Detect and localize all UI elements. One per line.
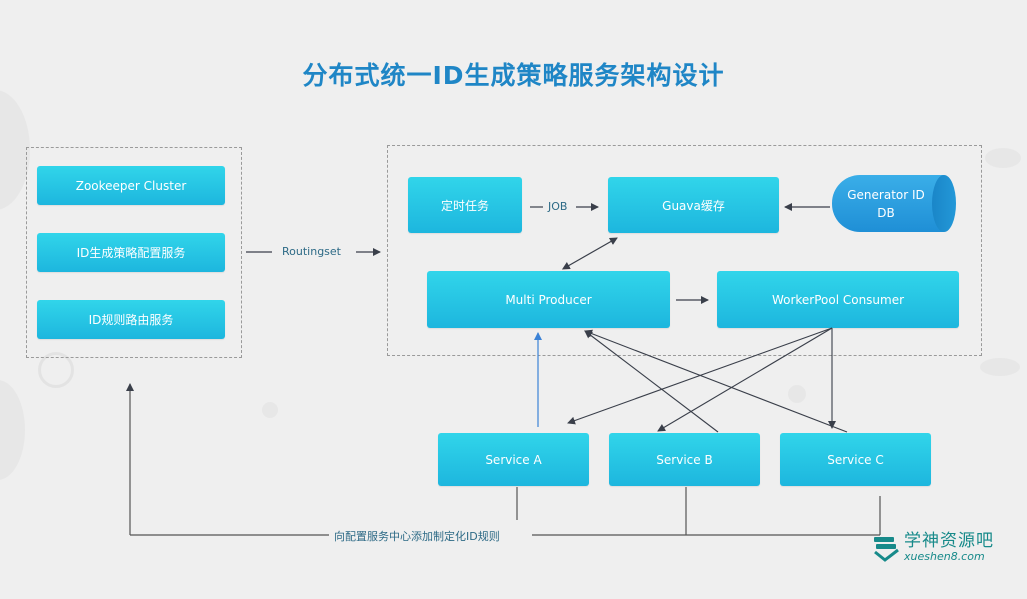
brand-logo: 学神资源吧 xueshen8.com	[872, 532, 994, 563]
routingset-label: Routingset	[282, 245, 341, 258]
service-b-to-producer-arrow	[584, 330, 719, 433]
zookeeper-cluster-label: Zookeeper Cluster	[75, 178, 187, 193]
background-decoration	[980, 358, 1020, 376]
background-decoration	[262, 402, 278, 418]
generator-id-db: Generator ID DB	[832, 175, 956, 232]
books-icon	[874, 536, 899, 562]
brand-name-cn: 学神资源吧	[904, 531, 994, 551]
service-b-box: Service B	[609, 433, 760, 486]
feedback-label: 向配置服务中心添加制定化ID规则	[334, 530, 500, 543]
brand-name-en: xueshen8.com	[904, 550, 985, 563]
guava-cache-label: Guava缓存	[662, 198, 725, 213]
multi-producer-box: Multi Producer	[427, 271, 670, 328]
id-strategy-config-label: ID生成策略配置服务	[76, 246, 186, 260]
service-c-to-producer-arrow	[584, 329, 848, 433]
multi-producer-label: Multi Producer	[505, 292, 592, 307]
timer-task-label: 定时任务	[440, 198, 489, 213]
background-decoration	[788, 385, 806, 403]
consumer-to-service-b-arrow	[657, 327, 833, 432]
db-label: Generator ID DB	[836, 175, 936, 232]
db-label-line2: DB	[877, 205, 895, 220]
job-label: JOB	[548, 200, 568, 213]
service-c-label: Service C	[827, 452, 884, 467]
background-decoration	[38, 352, 74, 388]
consumer-to-service-a-arrow	[567, 327, 833, 425]
zookeeper-cluster-box: Zookeeper Cluster	[37, 166, 225, 205]
workerpool-consumer-label: WorkerPool Consumer	[771, 292, 905, 307]
id-rule-routing-box: ID规则路由服务	[37, 300, 225, 339]
service-a-label: Service A	[485, 452, 542, 467]
db-cylinder-end	[932, 175, 956, 232]
db-cylinder-body	[832, 175, 944, 232]
guava-producer-bidirectional-arrow	[561, 237, 618, 270]
service-a-box: Service A	[438, 433, 589, 486]
left-service-group	[26, 147, 242, 358]
id-strategy-config-box: ID生成策略配置服务	[37, 233, 225, 272]
db-label-line1: Generator ID	[847, 187, 925, 202]
workerpool-consumer-box: WorkerPool Consumer	[717, 271, 959, 328]
guava-cache-box: Guava缓存	[608, 177, 779, 233]
service-b-label: Service B	[656, 452, 713, 467]
id-rule-routing-label: ID规则路由服务	[88, 313, 174, 327]
core-service-group	[387, 145, 982, 356]
page-title: 分布式统一ID生成策略服务架构设计	[302, 61, 725, 90]
background-decoration	[985, 148, 1021, 168]
service-c-box: Service C	[780, 433, 931, 486]
timer-task-box: 定时任务	[408, 177, 522, 233]
